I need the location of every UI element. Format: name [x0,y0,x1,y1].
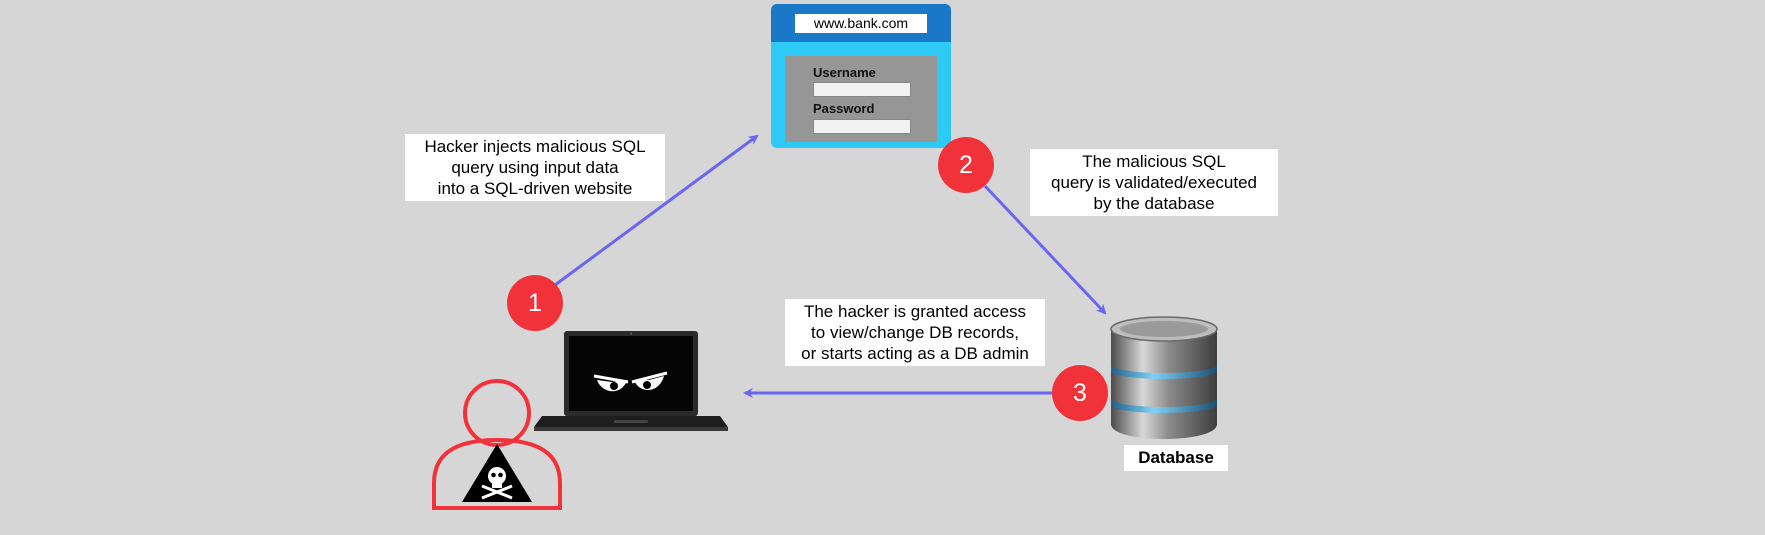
step-1-note: Hacker injects malicious SQL query using… [405,134,665,201]
step-2-badge: 2 [938,137,994,193]
username-field [813,82,911,97]
step-2-line-1: The malicious SQL [1082,152,1226,171]
evil-eyes-icon [593,371,668,392]
step-3-line-2: to view/change DB records, [811,323,1019,342]
browser-url: www.bank.com [795,14,927,33]
step-2-note: The malicious SQL query is validated/exe… [1030,149,1278,216]
password-label: Password [813,101,875,116]
step-3-line-3: or starts acting as a DB admin [801,344,1029,363]
database-icon [1110,316,1218,439]
step-1-line-3: into a SQL-driven website [437,179,633,198]
step-1-line-2: query using input data [451,158,619,177]
browser-window-icon: www.bank.com Username Password [771,4,951,148]
step-2-line-2: query is validated/executed [1050,173,1258,192]
laptop-icon [534,331,728,431]
step-1-badge: 1 [507,275,563,331]
arrow-hacker-to-website [554,134,759,287]
step-1-line-1: Hacker injects malicious SQL [424,137,646,156]
step-3-badge: 3 [1052,365,1108,421]
step-3-note: The hacker is granted access to view/cha… [785,299,1045,366]
step-3-line-1: The hacker is granted access [803,302,1027,321]
arrow-website-to-database [983,184,1107,315]
username-label: Username [813,65,876,80]
password-field [813,119,911,134]
database-label: Database [1124,445,1228,471]
step-2-line-3: by the database [1093,194,1215,213]
skull-crossbones-icon [462,444,532,502]
login-form: Username Password [785,56,937,142]
hacker-user-icon [432,379,562,510]
